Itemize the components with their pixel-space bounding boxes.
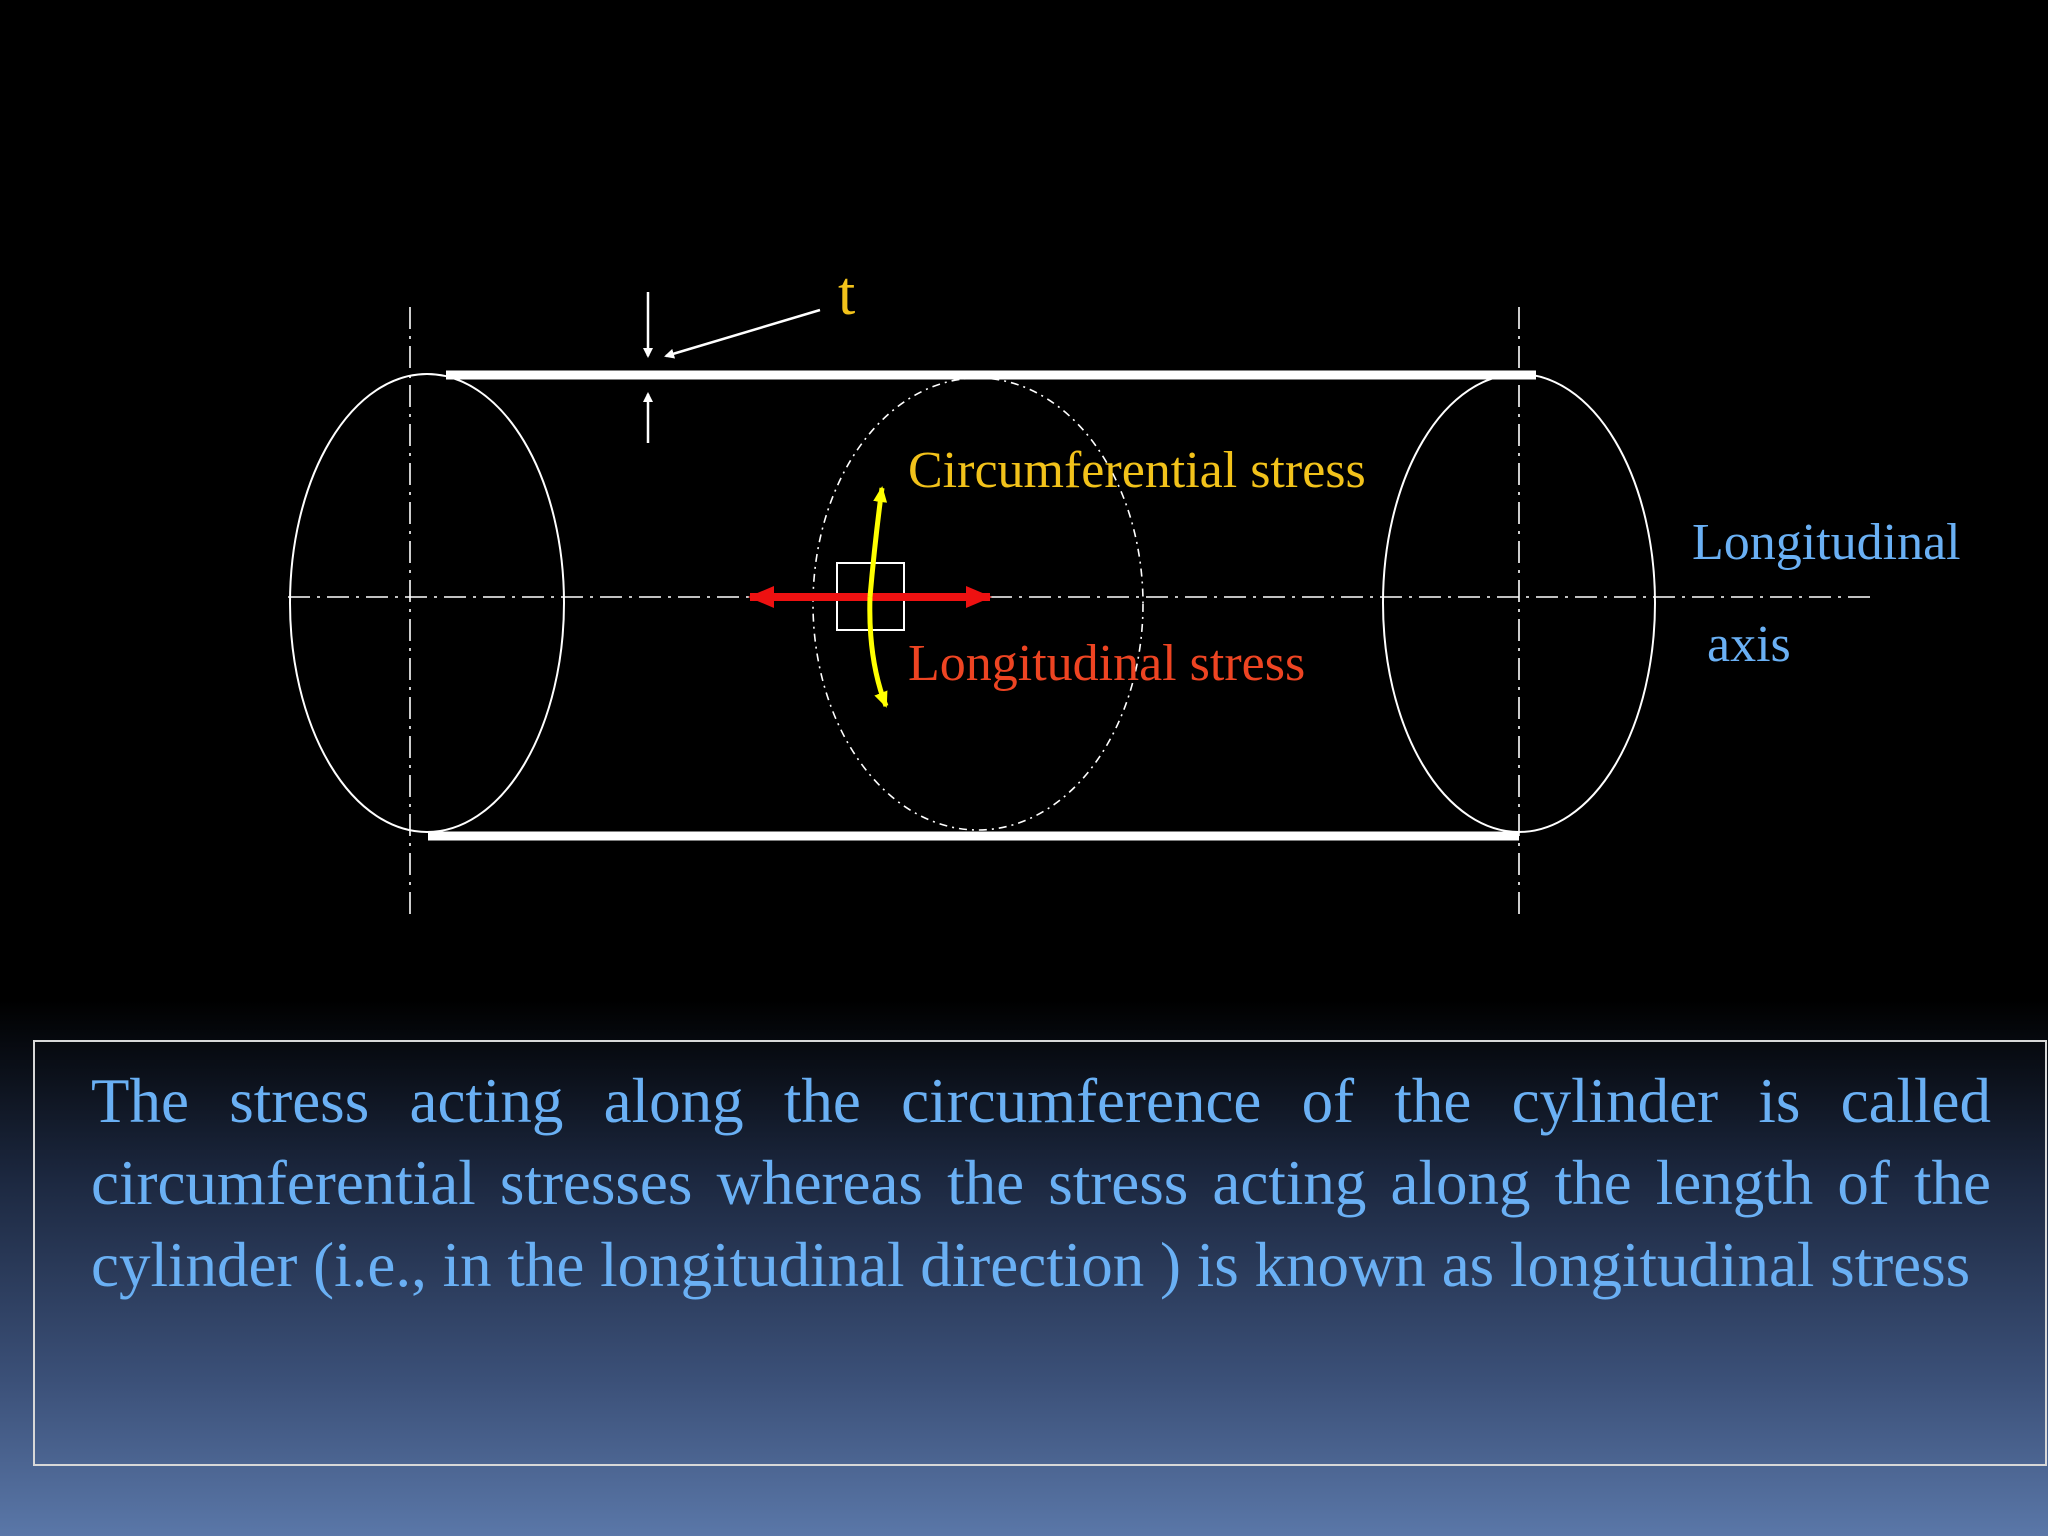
caption-box: The stress acting along the circumferenc…	[33, 1040, 2047, 1466]
circumferential-stress-arrow-down	[867, 596, 889, 708]
caption-text: The stress acting along the circumferenc…	[91, 1066, 1991, 1300]
thickness-leader-arrow	[664, 308, 821, 359]
circumferential-stress-arrow-up	[867, 486, 888, 598]
thickness-label: t	[838, 260, 855, 328]
longitudinal-axis-label-line2: axis	[1707, 616, 1791, 673]
left-end-ellipse	[289, 373, 565, 833]
cross-section-ellipse	[812, 377, 1144, 831]
cylinder-stress-diagram: t Circumferential stress Longitudinal st…	[289, 260, 1961, 833]
circumferential-stress-label: Circumferential stress	[908, 442, 1366, 499]
longitudinal-stress-label: Longitudinal stress	[908, 635, 1305, 692]
right-end-ellipse	[1382, 373, 1656, 833]
longitudinal-axis-label-line1: Longitudinal	[1692, 514, 1961, 571]
